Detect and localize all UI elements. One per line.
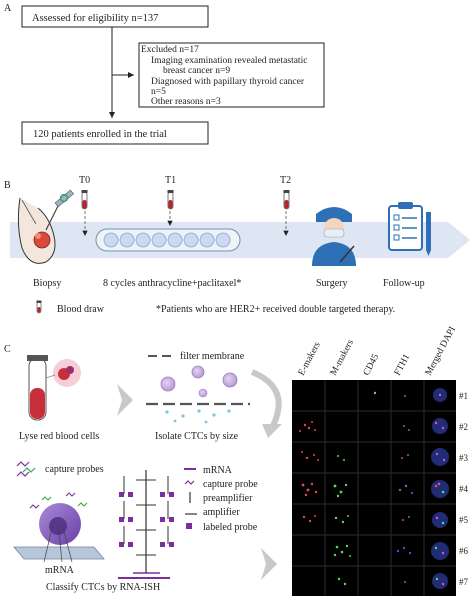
- mrna-cell-label: mRNA: [45, 565, 75, 576]
- step-arrow-1: [117, 384, 133, 416]
- enrolled-text: 120 patients enrolled in the trial: [33, 129, 167, 140]
- assessed-text: Assessed for eligibility n=137: [32, 13, 158, 24]
- stage-chemo: 8 cycles anthracycline+paclitaxel*: [103, 278, 241, 289]
- panel-b-letter: B: [4, 180, 11, 191]
- assessed-box: [21, 5, 209, 28]
- panel-a-letter: A: [4, 3, 12, 14]
- curved-step-arrowhead: [262, 424, 282, 438]
- excluded-line-2: breast cancer n=9: [163, 66, 230, 76]
- grid-column-headers: E-makers M-makers CD45 FTH1 Merged DAPI: [297, 325, 458, 377]
- excluded-line-1: Imaging examination revealed metastatic: [151, 56, 307, 66]
- stage-followup: Follow-up: [383, 278, 425, 289]
- surgeon-icon: [312, 207, 356, 266]
- row-label-2: #2: [459, 422, 468, 432]
- row-label-5: #5: [459, 515, 469, 525]
- classify-label: Classify CTCs by RNA-ISH: [46, 582, 160, 593]
- legend-capture-probe: capture probe: [203, 479, 258, 490]
- enrolled-box: [21, 121, 209, 145]
- legend-labeled-probe: labeled probe: [203, 522, 258, 533]
- grid-row-labels: #1 #2 #3 #4 #5 #6 #7: [459, 391, 469, 587]
- branched-dna-diagram: [118, 470, 174, 579]
- timepoint-t2: T2: [280, 175, 291, 186]
- panel-c: C Lyse red blood cells: [4, 325, 469, 596]
- blood-tube-t2: [283, 190, 290, 210]
- col-fth1: FTH1: [393, 352, 413, 377]
- stage-surgery: Surgery: [316, 278, 347, 289]
- isolate-label: Isolate CTCs by size: [155, 431, 239, 442]
- microscopy-grid: [292, 380, 456, 596]
- excluded-line-3: Diagnosed with papillary thyroid cancer: [151, 77, 305, 87]
- timepoint-t1: T1: [165, 175, 176, 186]
- row-label-4: #4: [459, 484, 469, 494]
- legend-amplifier: amplifier: [203, 507, 240, 518]
- col-merged-dapi: Merged DAPI: [424, 325, 458, 377]
- row-label-7: #7: [459, 577, 469, 587]
- legend-preamplifier: preamplifier: [203, 493, 253, 504]
- breast-illustration: [17, 189, 75, 264]
- filter-membrane-label: filter membrane: [180, 351, 245, 362]
- legend-mrna: mRNA: [203, 465, 233, 476]
- row-label-1: #1: [459, 391, 468, 401]
- grid-lines: [292, 380, 456, 596]
- lyse-label: Lyse red blood cells: [19, 431, 99, 442]
- blood-tube-large: [27, 355, 81, 421]
- capture-probes-label: capture probes: [45, 464, 104, 475]
- blood-draw-legend-icon: [36, 300, 42, 314]
- biopsy-needle: [45, 205, 59, 231]
- panel-a: A Assessed for eligibility n=137 Exclude…: [4, 3, 325, 145]
- stage-biopsy: Biopsy: [33, 278, 61, 289]
- row-label-6: #6: [459, 546, 469, 556]
- capture-probe-icons: [16, 461, 36, 477]
- ctc-cell-illustration: [13, 492, 105, 563]
- excluded-box: [138, 42, 325, 108]
- blood-tube-t0: [81, 190, 88, 210]
- timepoint-t0: T0: [79, 175, 90, 186]
- panel-c-letter: C: [4, 344, 11, 355]
- panel-b: B T0 T1 T2: [4, 175, 470, 315]
- clipboard-icon: [388, 202, 431, 256]
- legend-labeled-swatch: [186, 523, 192, 529]
- her2-footnote: *Patients who are HER2+ received double …: [156, 304, 395, 315]
- blood-draw-label: Blood draw: [57, 304, 105, 315]
- chemo-cycles-bar: [95, 228, 241, 252]
- grid-background: [292, 380, 456, 596]
- step-arrow-2: [261, 548, 277, 580]
- col-e-makers: E-makers: [297, 340, 323, 377]
- col-m-makers: M-makers: [329, 338, 356, 377]
- blood-tube-t1: [167, 190, 174, 210]
- legend-capture-swatch: [184, 480, 195, 485]
- excluded-line-5: Other reasons n=3: [151, 97, 221, 107]
- rna-ish-legend: mRNA capture probe preamplifier amplifie…: [184, 465, 258, 533]
- excluded-title: Excluded n=17: [141, 45, 199, 55]
- row-label-3: #3: [459, 453, 469, 463]
- filter-membrane-illustration: [146, 355, 250, 424]
- col-cd45: CD45: [362, 352, 382, 377]
- curved-step-arrow: [250, 369, 282, 430]
- excluded-line-4: n=5: [151, 87, 166, 97]
